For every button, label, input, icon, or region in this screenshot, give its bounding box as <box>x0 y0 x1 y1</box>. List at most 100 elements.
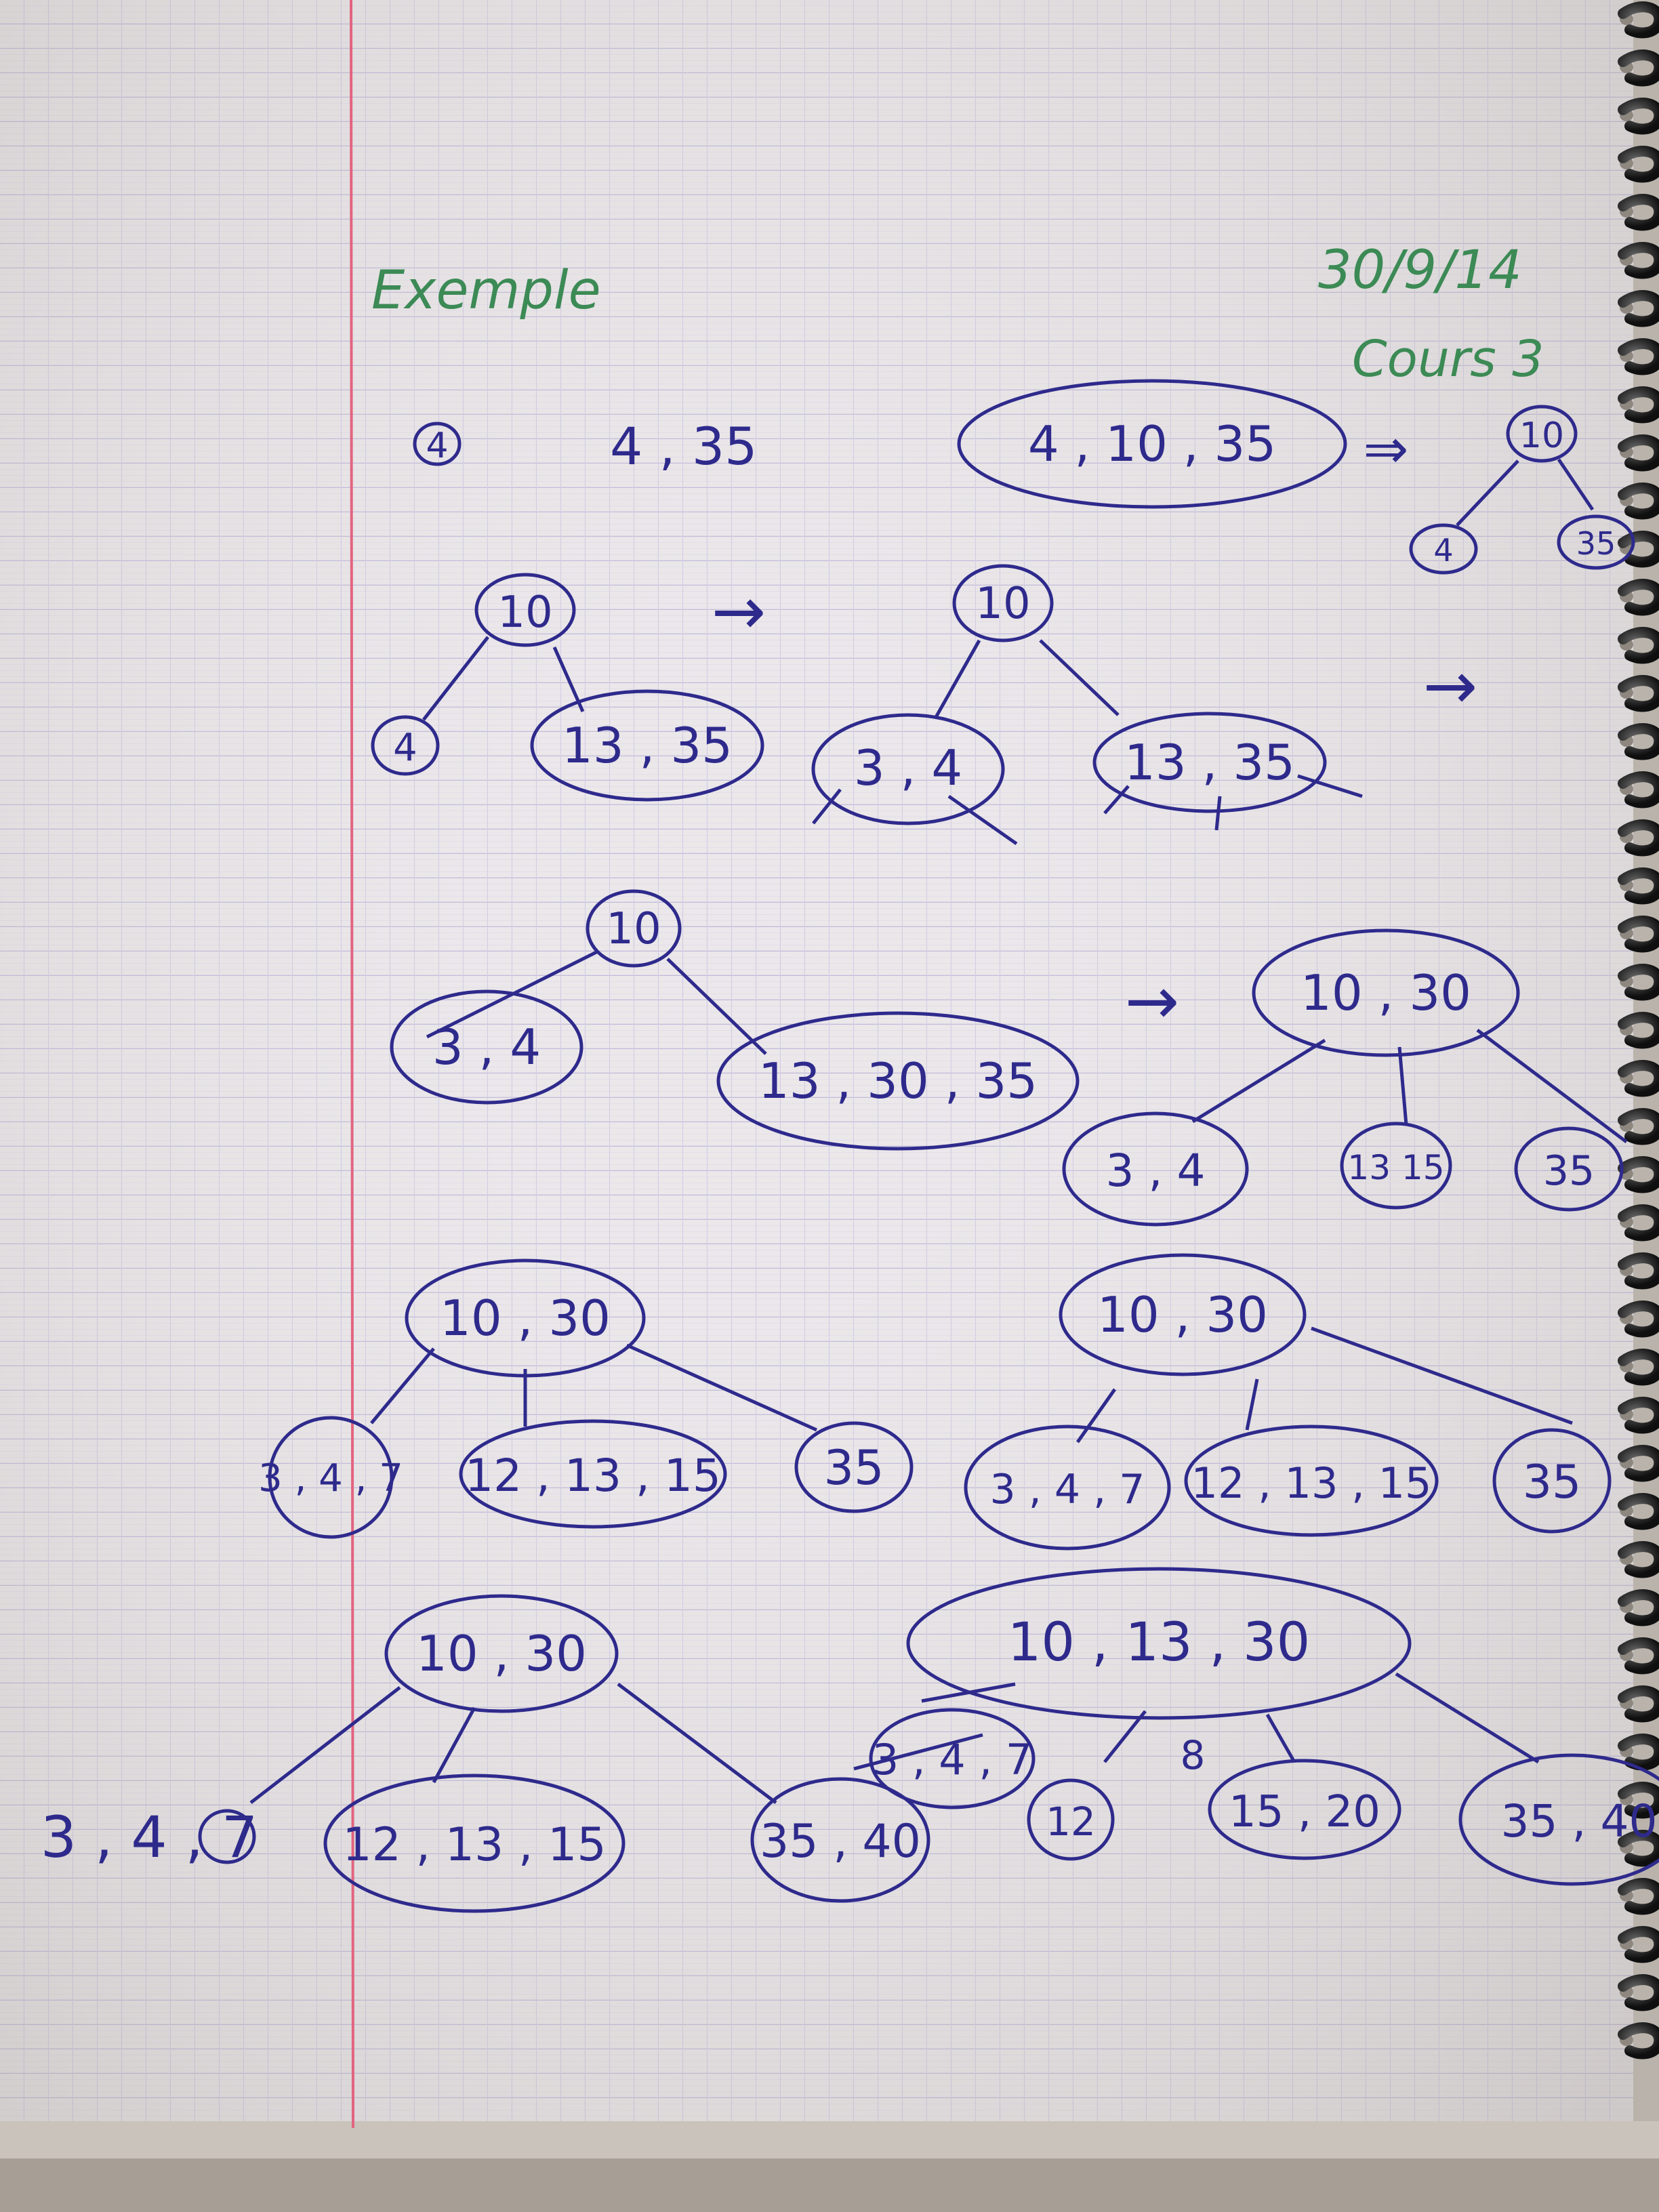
r3b-edge-middle <box>1397 1046 1408 1126</box>
r5a-edge-right <box>617 1683 777 1804</box>
r5a-left: 3 , 4 , 7 <box>41 1804 258 1870</box>
r1-result-right-circle <box>1557 514 1635 570</box>
spiral-ring <box>1618 1637 1659 1675</box>
r2a-right: 13 , 35 <box>562 717 733 774</box>
r4b-root-ellipse <box>1059 1253 1307 1376</box>
r5b-root: 10 , 13 , 30 <box>1008 1612 1311 1673</box>
r5b-edge-c2 <box>1103 1710 1147 1763</box>
r5b-c2-circle <box>1027 1778 1115 1861</box>
header-title: Exemple <box>371 260 601 321</box>
r5a-right: 35 , 40 <box>760 1815 921 1868</box>
step-marker-circle <box>413 422 462 466</box>
r5b-edge-c4 <box>1395 1672 1540 1764</box>
r4b-root: 10 , 30 <box>1097 1286 1268 1343</box>
spiral-ring <box>1618 1397 1659 1434</box>
r1-result-root-circle <box>1506 405 1578 463</box>
spiral-ring <box>1618 627 1659 664</box>
spiral-ring <box>1618 1108 1659 1145</box>
r2a-right-ellipse <box>530 689 764 802</box>
r5a-middle-ellipse <box>323 1774 626 1913</box>
r5a-root-ellipse <box>384 1594 619 1713</box>
paper-shading <box>0 0 1633 2135</box>
r5b-c3: 15 , 20 <box>1229 1787 1380 1837</box>
r3a-left-ellipse <box>390 989 583 1105</box>
r3b-right-circle <box>1514 1126 1624 1212</box>
r3a-root: 10 <box>606 904 661 954</box>
spiral-ring <box>1618 819 1659 857</box>
r4a-middle-ellipse <box>459 1419 727 1529</box>
r5b-c3-ellipse <box>1208 1759 1401 1860</box>
spiral-ring <box>1618 49 1659 87</box>
spiral-ring <box>1618 867 1659 905</box>
spiral-ring <box>1618 338 1659 375</box>
split-arrow: ⇒ <box>1363 417 1408 480</box>
spiral-ring <box>1618 579 1659 616</box>
spiral-ring <box>1618 483 1659 520</box>
spiral-ring <box>1618 98 1659 135</box>
spiral-ring <box>1618 1060 1659 1097</box>
r3a-root-circle <box>586 889 682 968</box>
r1-result-left: 4 <box>1433 532 1453 569</box>
margin-line <box>350 0 354 2129</box>
spiral-ring <box>1618 916 1659 953</box>
r1-result-edge-left <box>1456 459 1519 527</box>
r5a-edge-left <box>249 1686 401 1804</box>
r3a-left: 3 , 4 <box>432 1019 541 1076</box>
r5b-c4-ellipse <box>1458 1753 1659 1886</box>
spiral-ring <box>1618 386 1659 424</box>
r1-result-edge-right <box>1557 458 1595 511</box>
r4a-root: 10 , 30 <box>440 1290 611 1347</box>
r2b-root: 10 <box>975 579 1030 629</box>
r5a-edge-middle <box>432 1706 476 1784</box>
r2-arrow-right: → <box>1423 648 1477 724</box>
spiral-ring <box>1618 723 1659 760</box>
r2b-edge-right <box>1039 639 1120 716</box>
r4b-edge-right <box>1311 1326 1573 1425</box>
spiral-ring <box>1618 1204 1659 1242</box>
r5a-middle: 12 , 13 , 15 <box>342 1818 606 1872</box>
spiral-ring <box>1618 2022 1659 2060</box>
r5b-crossed-digit: 8 <box>1181 1732 1206 1778</box>
r4b-right-circle <box>1492 1428 1612 1534</box>
r5b-root-ellipse <box>906 1567 1412 1720</box>
spiral-ring <box>1618 1782 1659 1819</box>
r3a-edge-left <box>426 950 598 1039</box>
r3a-right: 13 , 30 , 35 <box>758 1052 1038 1109</box>
spiral-ring <box>1618 1541 1659 1578</box>
header-date: 30/9/14 <box>1318 240 1522 301</box>
r1-result-left-circle <box>1409 523 1478 575</box>
r2b-leaf-stub <box>812 788 842 825</box>
r3a-right-ellipse <box>716 1011 1080 1151</box>
r5a-left-circle <box>198 1809 256 1864</box>
spiral-ring <box>1618 1300 1659 1338</box>
r1-result-right: 35 <box>1576 525 1616 562</box>
r5b-edge-c3 <box>1265 1713 1296 1763</box>
r2a-left: 4 <box>393 726 417 770</box>
r3b-edge-left <box>1191 1038 1326 1124</box>
header-course: Cours 3 <box>1352 330 1544 388</box>
spiral-ring <box>1618 242 1659 279</box>
spiral-ring <box>1618 771 1659 808</box>
spiral-ring <box>1618 1349 1659 1386</box>
r3b-edge-right <box>1476 1029 1628 1143</box>
r3b-root-ellipse <box>1252 928 1520 1057</box>
r5b-edge-c1 <box>921 1682 1016 1703</box>
r5b-c4: 35 , 40 <box>1501 1795 1658 1847</box>
r2b-right-ellipse <box>1092 712 1327 813</box>
spiral-ring <box>1618 1830 1659 1867</box>
r2a-edge-left <box>422 636 489 721</box>
r4a-edge-left <box>370 1347 435 1425</box>
r1-result-root: 10 <box>1519 415 1564 456</box>
spiral-ring <box>1618 1734 1659 1771</box>
spiral-ring <box>1618 1156 1659 1193</box>
spiral-ring <box>1618 194 1659 231</box>
spiral-ring <box>1618 964 1659 1001</box>
r5a-right-ellipse <box>750 1777 930 1903</box>
table-surface <box>0 2158 1659 2212</box>
r2b-leaf-stub <box>947 794 1018 846</box>
r5b-c1-ellipse <box>869 1708 1036 1809</box>
spiral-ring <box>1618 1445 1659 1482</box>
spiral-ring <box>1618 434 1659 472</box>
spiral-ring <box>1618 531 1659 568</box>
oversized-node-text: 4 , 10 , 35 <box>1028 415 1276 472</box>
